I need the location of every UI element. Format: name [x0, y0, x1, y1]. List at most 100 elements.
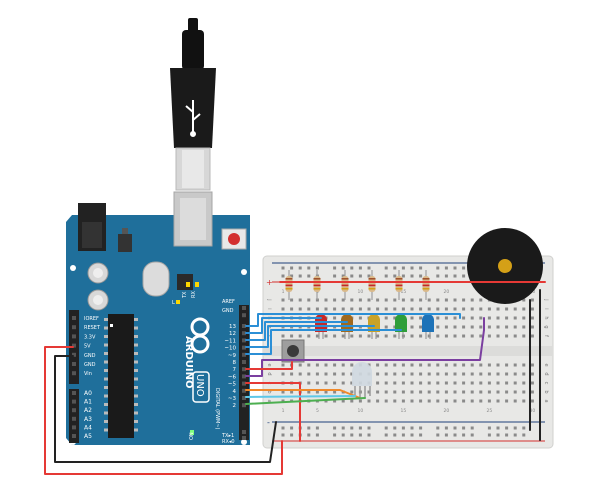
digital-pin-hole[interactable]: [242, 345, 246, 350]
terminal-hole[interactable]: [307, 307, 311, 311]
power-pin-hole[interactable]: [72, 352, 76, 357]
terminal-hole[interactable]: [487, 390, 491, 394]
terminal-hole[interactable]: [479, 307, 483, 311]
digital-pin-hole[interactable]: [242, 331, 246, 336]
rail-hole[interactable]: [367, 266, 371, 270]
analog-pin-hole[interactable]: [72, 425, 76, 430]
terminal-hole[interactable]: [453, 325, 457, 329]
terminal-hole[interactable]: [367, 399, 371, 403]
terminal-hole[interactable]: [530, 298, 534, 302]
terminal-hole[interactable]: [315, 363, 319, 367]
terminal-hole[interactable]: [281, 363, 285, 367]
rail-hole[interactable]: [341, 433, 345, 437]
terminal-hole[interactable]: [324, 334, 328, 338]
terminal-hole[interactable]: [530, 381, 534, 385]
terminal-hole[interactable]: [462, 307, 466, 311]
terminal-hole[interactable]: [436, 307, 440, 311]
terminal-hole[interactable]: [496, 334, 500, 338]
terminal-hole[interactable]: [393, 334, 397, 338]
terminal-hole[interactable]: [333, 334, 337, 338]
terminal-hole[interactable]: [530, 372, 534, 376]
terminal-hole[interactable]: [462, 363, 466, 367]
jumper-wire[interactable]: [245, 395, 356, 398]
terminal-hole[interactable]: [341, 298, 345, 302]
terminal-hole[interactable]: [419, 325, 423, 329]
terminal-hole[interactable]: [436, 381, 440, 385]
terminal-hole[interactable]: [487, 363, 491, 367]
rail-hole[interactable]: [436, 266, 440, 270]
terminal-hole[interactable]: [470, 316, 474, 320]
terminal-hole[interactable]: [290, 307, 294, 311]
terminal-hole[interactable]: [427, 372, 431, 376]
terminal-hole[interactable]: [479, 298, 483, 302]
terminal-hole[interactable]: [444, 381, 448, 385]
terminal-hole[interactable]: [393, 390, 397, 394]
rail-hole[interactable]: [470, 433, 474, 437]
terminal-hole[interactable]: [522, 363, 526, 367]
terminal-hole[interactable]: [470, 298, 474, 302]
terminal-hole[interactable]: [522, 325, 526, 329]
terminal-hole[interactable]: [401, 363, 405, 367]
rail-hole[interactable]: [307, 274, 311, 278]
rail-hole[interactable]: [496, 433, 500, 437]
rail-hole[interactable]: [393, 433, 397, 437]
rail-hole[interactable]: [350, 433, 354, 437]
terminal-hole[interactable]: [513, 363, 517, 367]
terminal-hole[interactable]: [453, 316, 457, 320]
terminal-hole[interactable]: [462, 334, 466, 338]
power-pin-hole[interactable]: [72, 334, 76, 339]
terminal-hole[interactable]: [410, 372, 414, 376]
terminal-hole[interactable]: [496, 390, 500, 394]
rail-hole[interactable]: [453, 274, 457, 278]
power-pin-hole[interactable]: [72, 325, 76, 330]
digital-pin-hole[interactable]: [242, 367, 246, 372]
terminal-hole[interactable]: [401, 307, 405, 311]
terminal-hole[interactable]: [298, 298, 302, 302]
analog-pin-hole[interactable]: [72, 408, 76, 413]
terminal-hole[interactable]: [419, 334, 423, 338]
terminal-hole[interactable]: [496, 307, 500, 311]
terminal-hole[interactable]: [444, 316, 448, 320]
terminal-hole[interactable]: [315, 381, 319, 385]
terminal-hole[interactable]: [376, 363, 380, 367]
rail-hole[interactable]: [419, 426, 423, 430]
digital-header-hole[interactable]: [242, 306, 246, 310]
rail-hole[interactable]: [281, 274, 285, 278]
digital-pin-hole[interactable]: [242, 360, 246, 364]
rail-hole[interactable]: [401, 433, 405, 437]
terminal-hole[interactable]: [462, 390, 466, 394]
terminal-hole[interactable]: [333, 372, 337, 376]
terminal-hole[interactable]: [436, 316, 440, 320]
terminal-hole[interactable]: [410, 381, 414, 385]
terminal-hole[interactable]: [496, 316, 500, 320]
terminal-hole[interactable]: [358, 316, 362, 320]
arduino-uno-board[interactable]: TX RX L ON AREF GND TX▸1 RX◂0 1312~11~10…: [60, 191, 250, 445]
terminal-hole[interactable]: [315, 334, 319, 338]
terminal-hole[interactable]: [522, 298, 526, 302]
jumper-wire[interactable]: [245, 321, 348, 341]
rail-hole[interactable]: [444, 274, 448, 278]
terminal-hole[interactable]: [470, 390, 474, 394]
terminal-hole[interactable]: [410, 390, 414, 394]
terminal-hole[interactable]: [298, 372, 302, 376]
rail-hole[interactable]: [401, 266, 405, 270]
terminal-hole[interactable]: [427, 363, 431, 367]
terminal-hole[interactable]: [487, 334, 491, 338]
digital-pin-hole[interactable]: [242, 324, 246, 328]
terminal-hole[interactable]: [496, 325, 500, 329]
jumper-wire[interactable]: [245, 382, 301, 442]
rail-hole[interactable]: [436, 274, 440, 278]
terminal-hole[interactable]: [410, 399, 414, 403]
rail-hole[interactable]: [281, 433, 285, 437]
digital-pin-hole[interactable]: [242, 403, 246, 408]
terminal-hole[interactable]: [479, 372, 483, 376]
terminal-hole[interactable]: [419, 307, 423, 311]
terminal-hole[interactable]: [427, 298, 431, 302]
terminal-hole[interactable]: [505, 372, 509, 376]
terminal-hole[interactable]: [341, 363, 345, 367]
terminal-hole[interactable]: [307, 334, 311, 338]
terminal-hole[interactable]: [444, 325, 448, 329]
terminal-hole[interactable]: [393, 325, 397, 329]
rail-hole[interactable]: [315, 266, 319, 270]
rail-hole[interactable]: [290, 266, 294, 270]
